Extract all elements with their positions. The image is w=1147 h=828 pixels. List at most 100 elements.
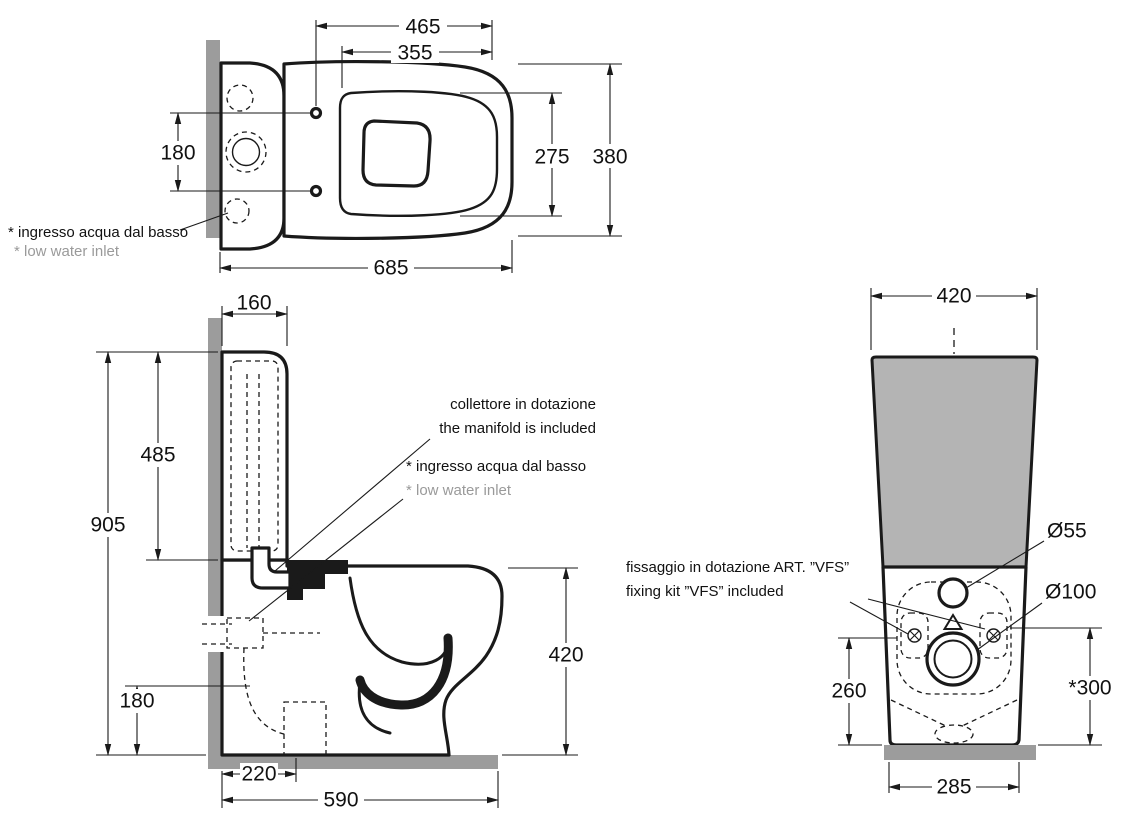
bracket-outline (979, 612, 1008, 659)
screw (907, 628, 922, 643)
dim-485: 485 (96, 351, 218, 561)
dim-label-bg (932, 776, 976, 798)
dim-label: 465 (405, 16, 440, 39)
dim-label-bg (368, 257, 414, 279)
seat-hinge-section (287, 560, 348, 600)
bowl-opening (361, 119, 432, 188)
leader-line (976, 602, 1043, 651)
dim-label: 420 (548, 644, 583, 667)
dim-hole-100: Ø100 (976, 581, 1096, 651)
note-inlet-it: * ingresso acqua dal basso (406, 458, 586, 475)
wall-section (208, 318, 222, 760)
dim-380: 380 (518, 63, 631, 237)
dim-label-bg (545, 643, 587, 667)
side-view: 160 485 905 180 420 (87, 292, 596, 812)
dim-label-bg (1062, 676, 1118, 700)
note-low-water-inlet-side-view: * ingresso acqua dal basso * low water i… (248, 458, 586, 622)
hole-55 (937, 577, 969, 609)
dim-label: 220 (241, 763, 276, 786)
dim-label: 380 (592, 146, 627, 169)
dim-label: 160 (236, 292, 271, 315)
water-inlet-hole (224, 198, 250, 224)
hinge-hole-top (309, 106, 323, 120)
screw-cross (988, 630, 999, 641)
dim-label-bg (137, 443, 179, 467)
rear-view: 420 Ø55 Ø100 260 *300 (626, 285, 1118, 799)
dim-220: 220 (221, 758, 297, 808)
tank-hole-mid (231, 137, 261, 167)
floor-section (884, 745, 1036, 760)
dim-label: 180 (119, 690, 154, 713)
wall-inlet-gap (206, 616, 224, 652)
leader-line (248, 498, 404, 622)
dim-label-bg (589, 144, 631, 168)
dim-label: 590 (323, 789, 358, 812)
hidden-floor-outlet (283, 701, 327, 756)
dim-420-rear: 420 (870, 285, 1038, 350)
dim-label-bg (531, 144, 573, 168)
dim-label: 355 (397, 42, 432, 65)
dim-355: 355 (341, 41, 493, 88)
note-inlet-en: * low water inlet (14, 243, 120, 260)
note-fixing-kit: fissaggio in dotazione ART. ”VFS” fixing… (626, 559, 986, 635)
dim-label: 180 (160, 142, 195, 165)
cistern-side-outline (220, 350, 289, 562)
dim-465: 465 (315, 15, 493, 106)
bowl-base-dashed (890, 699, 949, 728)
wall-section (206, 40, 220, 238)
dim-label: *300 (1068, 677, 1111, 700)
note-inlet-en: * low water inlet (406, 482, 512, 499)
dim-180-outlet: 180 (116, 685, 250, 756)
dim-label: Ø100 (1045, 581, 1096, 604)
dim-300: *300 (1010, 627, 1118, 746)
dim-label: Ø55 (1047, 520, 1087, 543)
dim-180-holes: 180 (157, 112, 311, 192)
trap-section (355, 633, 453, 710)
floor-section (208, 755, 498, 769)
note-manifold: collettore in dotazione the manifold is … (274, 396, 596, 572)
cistern-rear-outline (870, 355, 1039, 569)
dim-label-bg (240, 763, 278, 785)
dim-hole-55: Ø55 (965, 520, 1087, 589)
fixing-bracket-right (979, 612, 1008, 659)
dim-label: 285 (936, 776, 971, 799)
dim-275: 275 (460, 92, 573, 217)
hole-100-inner (933, 639, 973, 679)
tank-hidden-hole-mid-outer (225, 131, 267, 173)
dim-label: 275 (534, 146, 569, 169)
top-view: 465 355 275 380 180 (8, 15, 631, 280)
leader-line (274, 438, 431, 572)
dim-label-bg (87, 513, 129, 537)
bowl-base-dashed (959, 699, 1018, 728)
note-manifold-it: collettore in dotazione (450, 396, 596, 413)
hidden-inlet-box (226, 617, 264, 649)
dim-label-bg (399, 15, 447, 37)
hinge-hole-bottom (309, 184, 323, 198)
tank-hidden-hole-top (226, 84, 254, 112)
dim-label-bg (318, 789, 364, 811)
dim-260: 260 (828, 637, 897, 746)
bracket-outline (900, 612, 929, 659)
dim-label: 685 (373, 257, 408, 280)
note-low-water-inlet-top-view: * ingresso acqua dal basso * low water i… (8, 212, 229, 260)
fixing-bracket-left (900, 612, 929, 659)
dim-label-bg (157, 141, 199, 165)
dim-label-bg (932, 285, 976, 307)
dim-label-bg (391, 41, 439, 63)
dim-label-bg (116, 689, 158, 713)
base-outlet-dashed (934, 724, 974, 744)
note-fixing-en: fixing kit ”VFS” included (626, 583, 784, 600)
screw (986, 628, 1001, 643)
note-inlet-it: * ingresso acqua dal basso (8, 224, 188, 241)
dim-160: 160 (221, 292, 288, 346)
dim-905: 905 (87, 351, 206, 756)
trap-outlet-profile (357, 680, 392, 735)
manifold-elbow (250, 546, 292, 590)
leader-line (965, 540, 1045, 589)
dim-420-side: 420 (502, 567, 587, 756)
note-fixing-it: fissaggio in dotazione ART. ”VFS” (626, 559, 849, 576)
dim-685: 685 (219, 240, 513, 280)
cistern-top-outline (219, 61, 286, 251)
